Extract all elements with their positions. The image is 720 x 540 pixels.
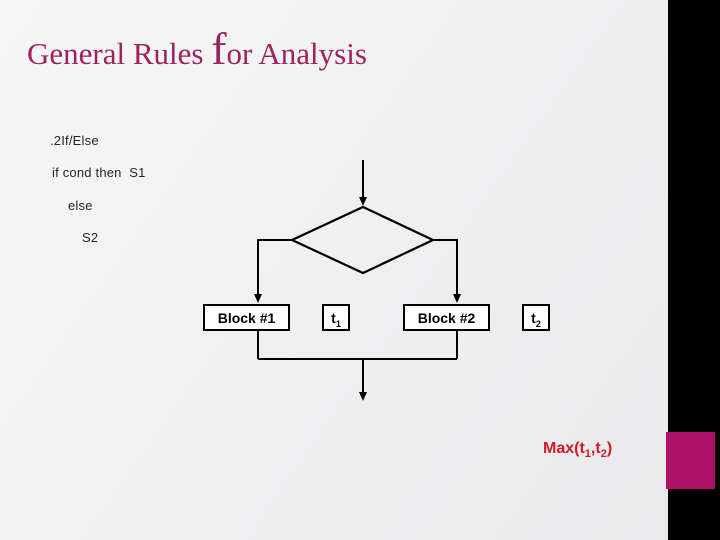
t1-label: t1: [331, 309, 341, 329]
t1-subscript: 1: [335, 318, 341, 329]
max-p1: Max(t: [543, 440, 585, 457]
max-formula-label: Max(t1,t2): [543, 440, 613, 461]
block2-label: Block #2: [417, 309, 476, 326]
block2-box: Block #2: [403, 304, 490, 331]
max-sub2: 2: [600, 448, 607, 461]
block1-box: Block #1: [203, 304, 290, 331]
block1-label: Block #1: [217, 309, 276, 326]
text-line-s2: S2: [82, 230, 99, 245]
max-p3: ): [606, 440, 613, 457]
decision-diamond: [289, 205, 436, 275]
t2-base: t: [531, 309, 536, 326]
max-sub1: 1: [584, 448, 591, 461]
t2-label: t2: [531, 309, 541, 329]
max-p2: ,t: [590, 440, 601, 457]
t2-box: t2: [522, 304, 550, 331]
t2-subscript: 2: [535, 318, 541, 329]
title-part1: General Rules: [27, 36, 212, 71]
title-part2: or Analysis: [226, 36, 367, 71]
accent-square-decoration: [666, 432, 715, 489]
t1-base: t: [331, 309, 336, 326]
text-line-if-cond-then: if cond then S1: [52, 165, 146, 180]
branch-right-arrow: [433, 239, 461, 303]
text-line-if-else-heading: .2If/Else: [50, 133, 99, 148]
branch-left-arrow: [254, 239, 292, 303]
t1-box: t1: [322, 304, 350, 331]
text-line-else: else: [68, 198, 93, 213]
